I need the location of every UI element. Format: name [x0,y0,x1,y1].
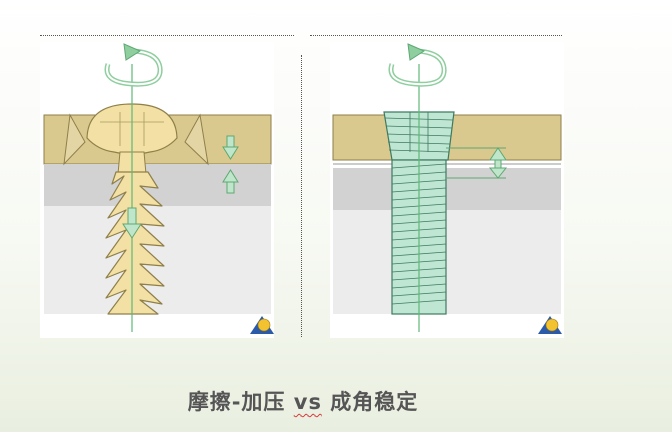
locking-screw-panel [330,42,564,338]
conventional-screw-panel [40,42,274,338]
center-dotted-divider [301,55,302,337]
cortex-layer [44,164,271,206]
cortex-layer [333,168,561,210]
slide-caption: 摩擦-加压 vs 成角稳定 [0,386,606,416]
ao-triangle-logo-icon [250,316,274,334]
caption-part-friction-compression: 摩擦-加压 [187,390,286,414]
cancellous-layer [333,210,561,314]
conventional-screw-illustration [43,43,274,334]
rotation-arrow-icon [388,43,447,87]
screw-shaft [105,171,165,315]
caption-part-angular-stability: 成角稳定 [330,390,419,414]
ao-triangle-logo-icon [538,316,562,334]
locking-screw-illustration [332,43,562,334]
vertical-arrows-icon [222,135,239,194]
vertical-arrows-icon [446,147,508,179]
rotation-arrow-icon [104,43,163,87]
top-dotted-line-right [310,35,562,36]
top-dotted-line-left [40,35,294,36]
compression-down-arrow-icon [122,207,142,239]
caption-vs: vs [293,390,322,414]
